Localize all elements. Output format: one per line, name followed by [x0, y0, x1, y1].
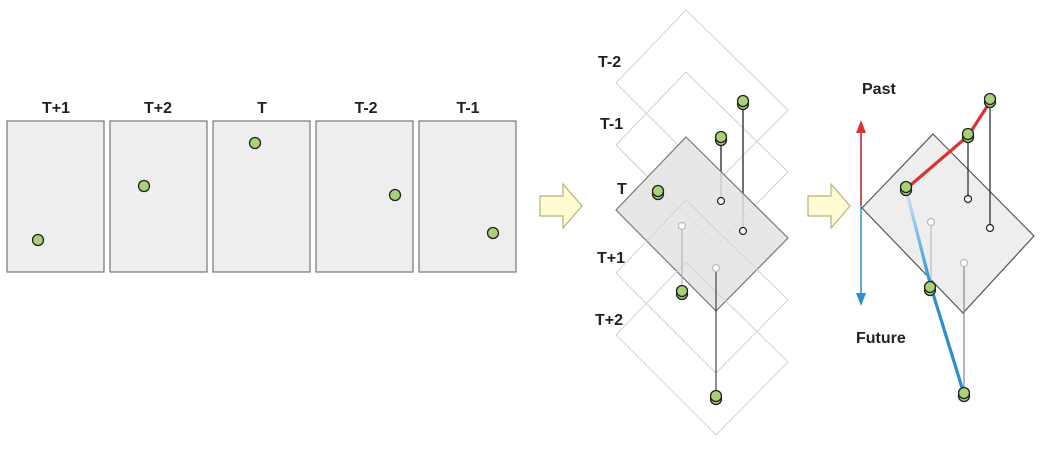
frame-t-plus-1: T+1 [6, 100, 105, 273]
projection-marker [985, 223, 995, 233]
object-dot-t-plus-1 [675, 284, 689, 298]
object-dot-t [651, 184, 665, 198]
frame-stack: T-2 T-1 T T+1 T+2 [595, 9, 789, 436]
object-dot [248, 136, 262, 150]
object-dot-t-plus-2 [957, 386, 971, 400]
current-frame [861, 133, 1035, 314]
past-label: Past [862, 81, 896, 98]
frame-t-minus-1: T-1 [418, 100, 517, 273]
frame-label-t-plus-2: T+2 [144, 100, 172, 117]
object-dot-t-minus-1 [961, 127, 975, 141]
projection-marker [926, 217, 936, 227]
frame-panel [6, 120, 105, 273]
projection-marker [677, 221, 687, 231]
projection-marker [716, 196, 726, 206]
object-dot [486, 226, 500, 240]
projection-marker [959, 258, 969, 268]
frame-panel [109, 120, 208, 273]
frame-label-t-minus-1: T-1 [456, 100, 479, 117]
frame-t: T [212, 100, 311, 273]
object-dot-t-plus-1 [923, 280, 937, 294]
object-dot [31, 233, 45, 247]
object-dot-t-minus-2 [736, 94, 750, 108]
projection-marker [738, 226, 748, 236]
object-dot [137, 179, 151, 193]
frame-sequence: T+1 T+2 T T-2 T-1 [6, 100, 517, 273]
block-right-arrow-icon [807, 182, 851, 230]
future-trajectory-segment [929, 286, 966, 395]
stack-label-t-minus-2: T-2 [598, 54, 621, 71]
stack-frame-t-plus-2 [615, 261, 789, 436]
stack-label-t-minus-1: T-1 [600, 116, 623, 133]
stack-label-t: T [617, 181, 627, 198]
past-arrowhead-icon [856, 120, 866, 133]
frame-t-minus-2: T-2 [315, 100, 414, 273]
frame-label-t-minus-2: T-2 [354, 100, 377, 117]
trajectory-view: Past Future [856, 81, 1035, 403]
frame-t-plus-2: T+2 [109, 100, 208, 273]
stack-label-t-plus-1: T+1 [597, 250, 625, 267]
frame-label-t-plus-1: T+1 [42, 100, 70, 117]
frame-panel [418, 120, 517, 273]
object-dot-t-minus-2 [983, 92, 997, 106]
projection-marker [963, 194, 973, 204]
stack-label-t-plus-2: T+2 [595, 312, 623, 329]
object-dot-t-minus-1 [714, 130, 728, 144]
future-trajectory-segment [904, 188, 933, 288]
projection-marker [711, 263, 721, 273]
block-right-arrow-icon [539, 182, 583, 230]
frame-panel [212, 120, 311, 273]
future-label: Future [856, 330, 906, 347]
frame-label-t: T [257, 100, 267, 117]
future-arrowhead-icon [856, 293, 866, 306]
object-dot [388, 188, 402, 202]
object-dot-t-plus-2 [709, 389, 723, 403]
stack-frame-t [615, 136, 789, 312]
object-dot-t [899, 180, 913, 194]
